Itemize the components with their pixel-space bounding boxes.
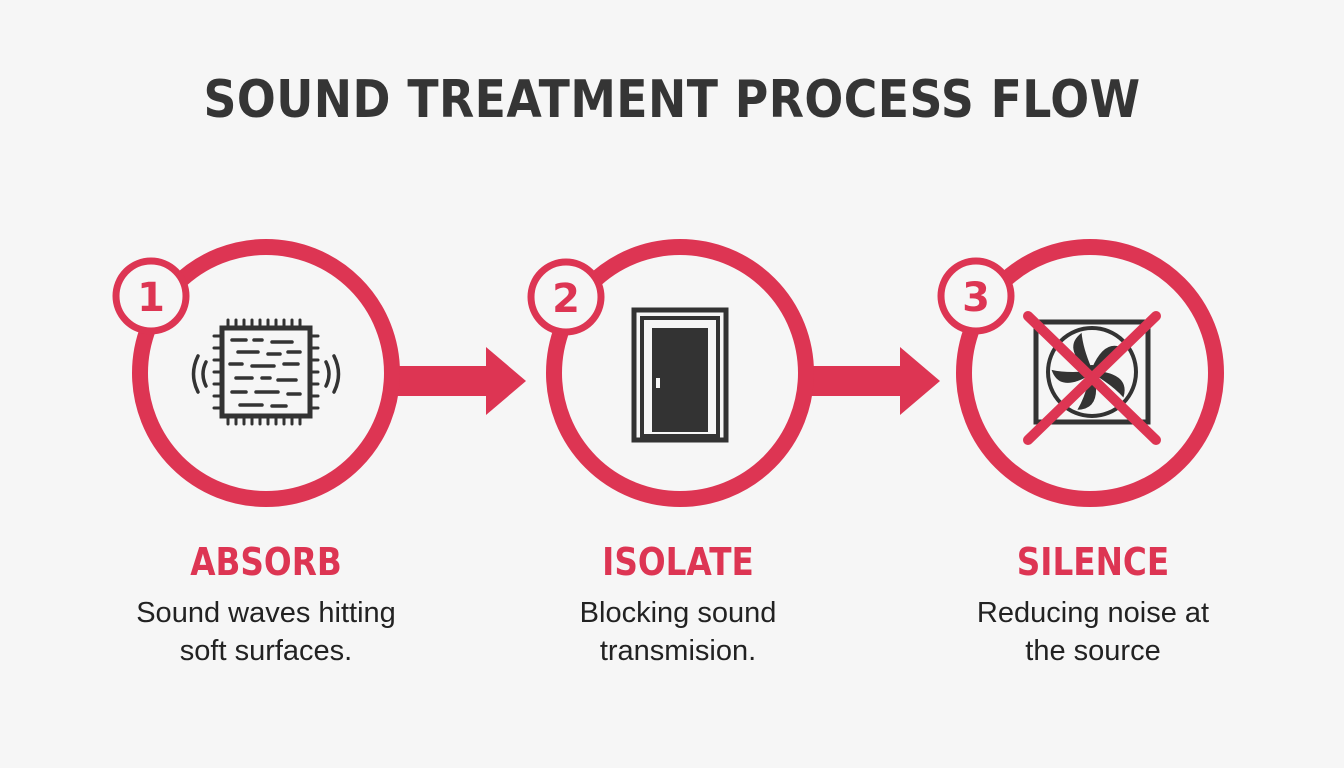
flow-arrow-1 [396,347,526,415]
step-3-ring [956,239,1224,507]
step-1-ring [132,239,400,507]
step-2-node: 2 [527,239,814,507]
step-2-ring [546,239,814,507]
step-1-description: Sound waves hitting soft surfaces. [136,597,396,667]
step-1-node: 1 [112,239,400,507]
step-1-number: 1 [137,275,165,321]
step-3-number-badge [937,257,1015,335]
step-1-text: ABSORB Sound waves hitting soft surfaces… [106,540,426,670]
step-3-node: 3 [937,239,1224,507]
step-3-label: SILENCE [1016,540,1170,584]
step-2-description: Blocking sound transmision. [579,597,777,667]
step-3-description: Reducing noise at the source [976,597,1210,667]
step-1-label: ABSORB [190,540,342,584]
crossed-fan-icon [1023,311,1161,445]
step-3-number: 3 [962,275,990,321]
step-2-text: ISOLATE Blocking sound transmision. [518,540,838,670]
step-2-number: 2 [552,276,580,322]
door-icon [631,307,729,443]
flow-arrow-2 [810,347,940,415]
step-1-number-badge [112,257,190,335]
step-2-label: ISOLATE [602,540,754,584]
acoustic-panel-icon [191,318,341,426]
page-title: SOUND TREATMENT PROCESS FLOW [203,70,1141,130]
step-2-number-badge [527,258,605,336]
step-3-text: SILENCE Reducing noise at the source [933,540,1253,670]
